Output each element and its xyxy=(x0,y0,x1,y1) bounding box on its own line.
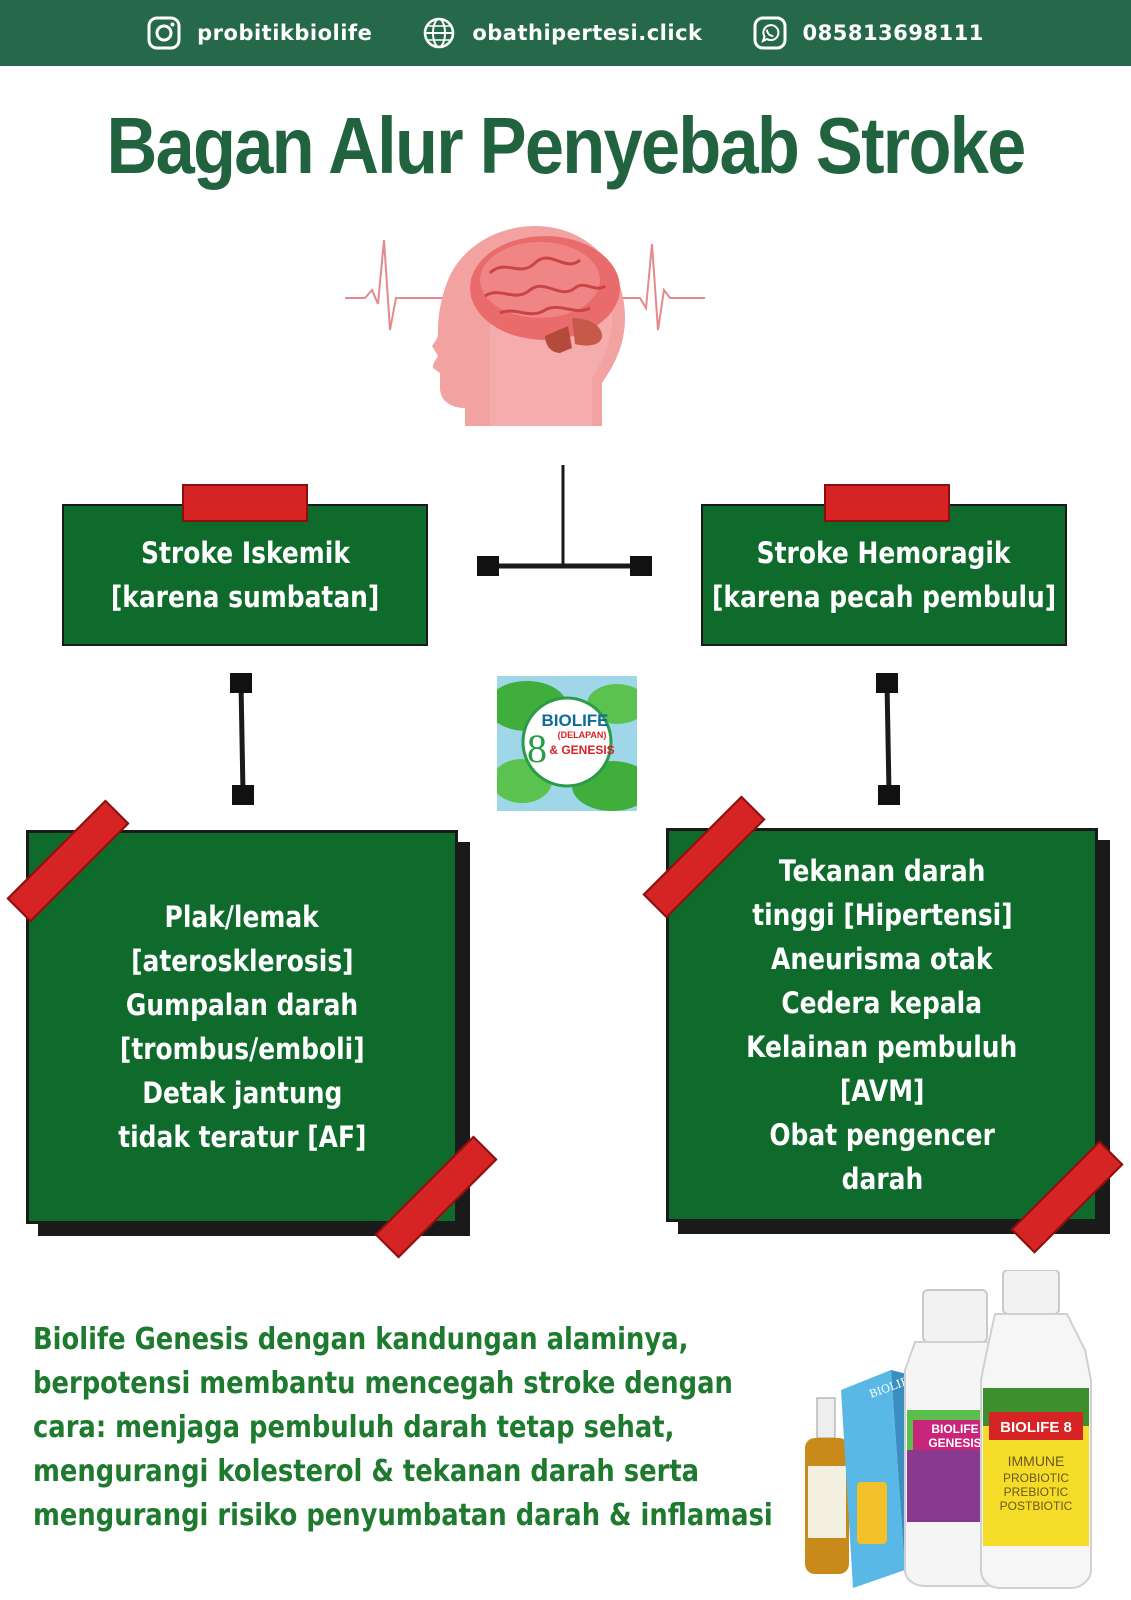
instagram-icon xyxy=(147,16,181,50)
stroke-hemoragik-box: Stroke Hemoragik [karena pecah pembulu] xyxy=(701,504,1067,646)
hemoragik-cause-line: Obat pengencer xyxy=(769,1118,995,1152)
footer-line: Biolife Genesis dengan kandungan alaminy… xyxy=(33,1322,689,1357)
footer-line: mengurangi kolesterol & tekanan darah se… xyxy=(33,1454,700,1489)
footer-description: Biolife Genesis dengan kandungan alaminy… xyxy=(33,1318,813,1538)
whatsapp-number: 085813698111 xyxy=(802,21,984,45)
top-bar: probitikbiolife obathipertesi.click 0858… xyxy=(0,0,1131,66)
website-url: obathipertesi.click xyxy=(472,21,703,45)
globe-icon xyxy=(424,17,455,49)
hemoragik-cause-line: [AVM] xyxy=(839,1074,925,1108)
footer-line: cara: menjaga pembuluh darah tetap sehat… xyxy=(33,1410,675,1445)
iskemik-causes-box: Plak/lemak [aterosklerosis] Gumpalan dar… xyxy=(26,830,458,1224)
hemoragik-cause-line: tinggi [Hipertensi] xyxy=(751,898,1013,932)
tape-top-left-overlay xyxy=(182,484,308,522)
page-title: Bagan Alur Penyebab Stroke xyxy=(106,101,1027,190)
biolife-logo: BIOLIFE 8 (DELAPAN) & GENESIS xyxy=(497,676,637,811)
genesis-label: BIOLIFE xyxy=(931,1422,978,1436)
heartbeat-line-right xyxy=(610,243,705,331)
biolife-8-line: POSTBIOTIC xyxy=(1000,1499,1073,1513)
logo-sub1: (DELAPAN) xyxy=(558,730,607,740)
hemoragik-cause-line: Kelainan pembuluh xyxy=(746,1030,1018,1064)
iskemik-cause-line: Detak jantung xyxy=(141,1076,343,1110)
footer-line: berpotensi membantu mencegah stroke deng… xyxy=(33,1366,733,1401)
hemoragik-cause-line: Tekanan darah xyxy=(778,854,986,888)
product-bottles: BIOLIFE BIOLIFE GENESIS BIOLIFE 8 IMMUNE… xyxy=(805,1270,1092,1589)
logo-brand: BIOLIFE xyxy=(541,711,608,730)
whatsapp-contact[interactable]: 085813698111 xyxy=(753,16,984,50)
website-contact[interactable]: obathipertesi.click xyxy=(422,16,702,50)
hemoragik-cause-line: Aneurisma otak xyxy=(771,942,993,976)
iskemik-cause-line: Gumpalan darah xyxy=(125,988,359,1022)
spray-bottle xyxy=(805,1397,849,1574)
hemoragik-cause-line: darah xyxy=(841,1162,923,1196)
iskemik-cause-line: Plak/lemak xyxy=(164,900,320,934)
genesis-sub: GENESIS xyxy=(928,1436,981,1450)
biolife-8-line: IMMUNE xyxy=(1008,1453,1065,1469)
footer-line: mengurangi risiko penyumbatan darah & in… xyxy=(33,1498,773,1533)
biolife-8-line: PROBIOTIC xyxy=(1003,1471,1069,1485)
biolife-8-label: BIOLIFE 8 xyxy=(1000,1419,1072,1436)
stroke-iskemik-subtitle: [karena sumbatan] xyxy=(110,580,380,614)
brain-head-illustration xyxy=(345,226,705,426)
biolife-8-bottle: BIOLIFE 8 IMMUNE PROBIOTIC PREBIOTIC POS… xyxy=(980,1270,1092,1589)
tape-top-right xyxy=(824,484,950,522)
stroke-iskemik-box: Stroke Iskemik [karena sumbatan] xyxy=(62,504,428,646)
instagram-handle: probitikbiolife xyxy=(197,21,373,45)
hemoragik-cause-line: Cedera kepala xyxy=(781,986,983,1020)
stroke-iskemik-title: Stroke Iskemik xyxy=(140,536,350,570)
stroke-hemoragik-title: Stroke Hemoragik xyxy=(757,536,1011,570)
logo-number: 8 xyxy=(527,726,547,771)
instagram-contact[interactable]: probitikbiolife xyxy=(147,16,372,50)
iskemik-cause-line: tidak teratur [AF] xyxy=(117,1120,367,1154)
stroke-hemoragik-subtitle: [karena pecah pembulu] xyxy=(711,580,1057,614)
logo-sub2: & GENESIS xyxy=(549,743,614,757)
whatsapp-icon xyxy=(753,16,786,50)
iskemik-cause-line: [aterosklerosis] xyxy=(130,944,354,978)
heartbeat-line-left xyxy=(345,239,450,331)
hemoragik-causes-box: Tekanan darah tinggi [Hipertensi] Aneuri… xyxy=(666,828,1098,1222)
biolife-8-line: PREBIOTIC xyxy=(1004,1485,1069,1499)
iskemik-cause-line: [trombus/emboli] xyxy=(119,1032,365,1066)
